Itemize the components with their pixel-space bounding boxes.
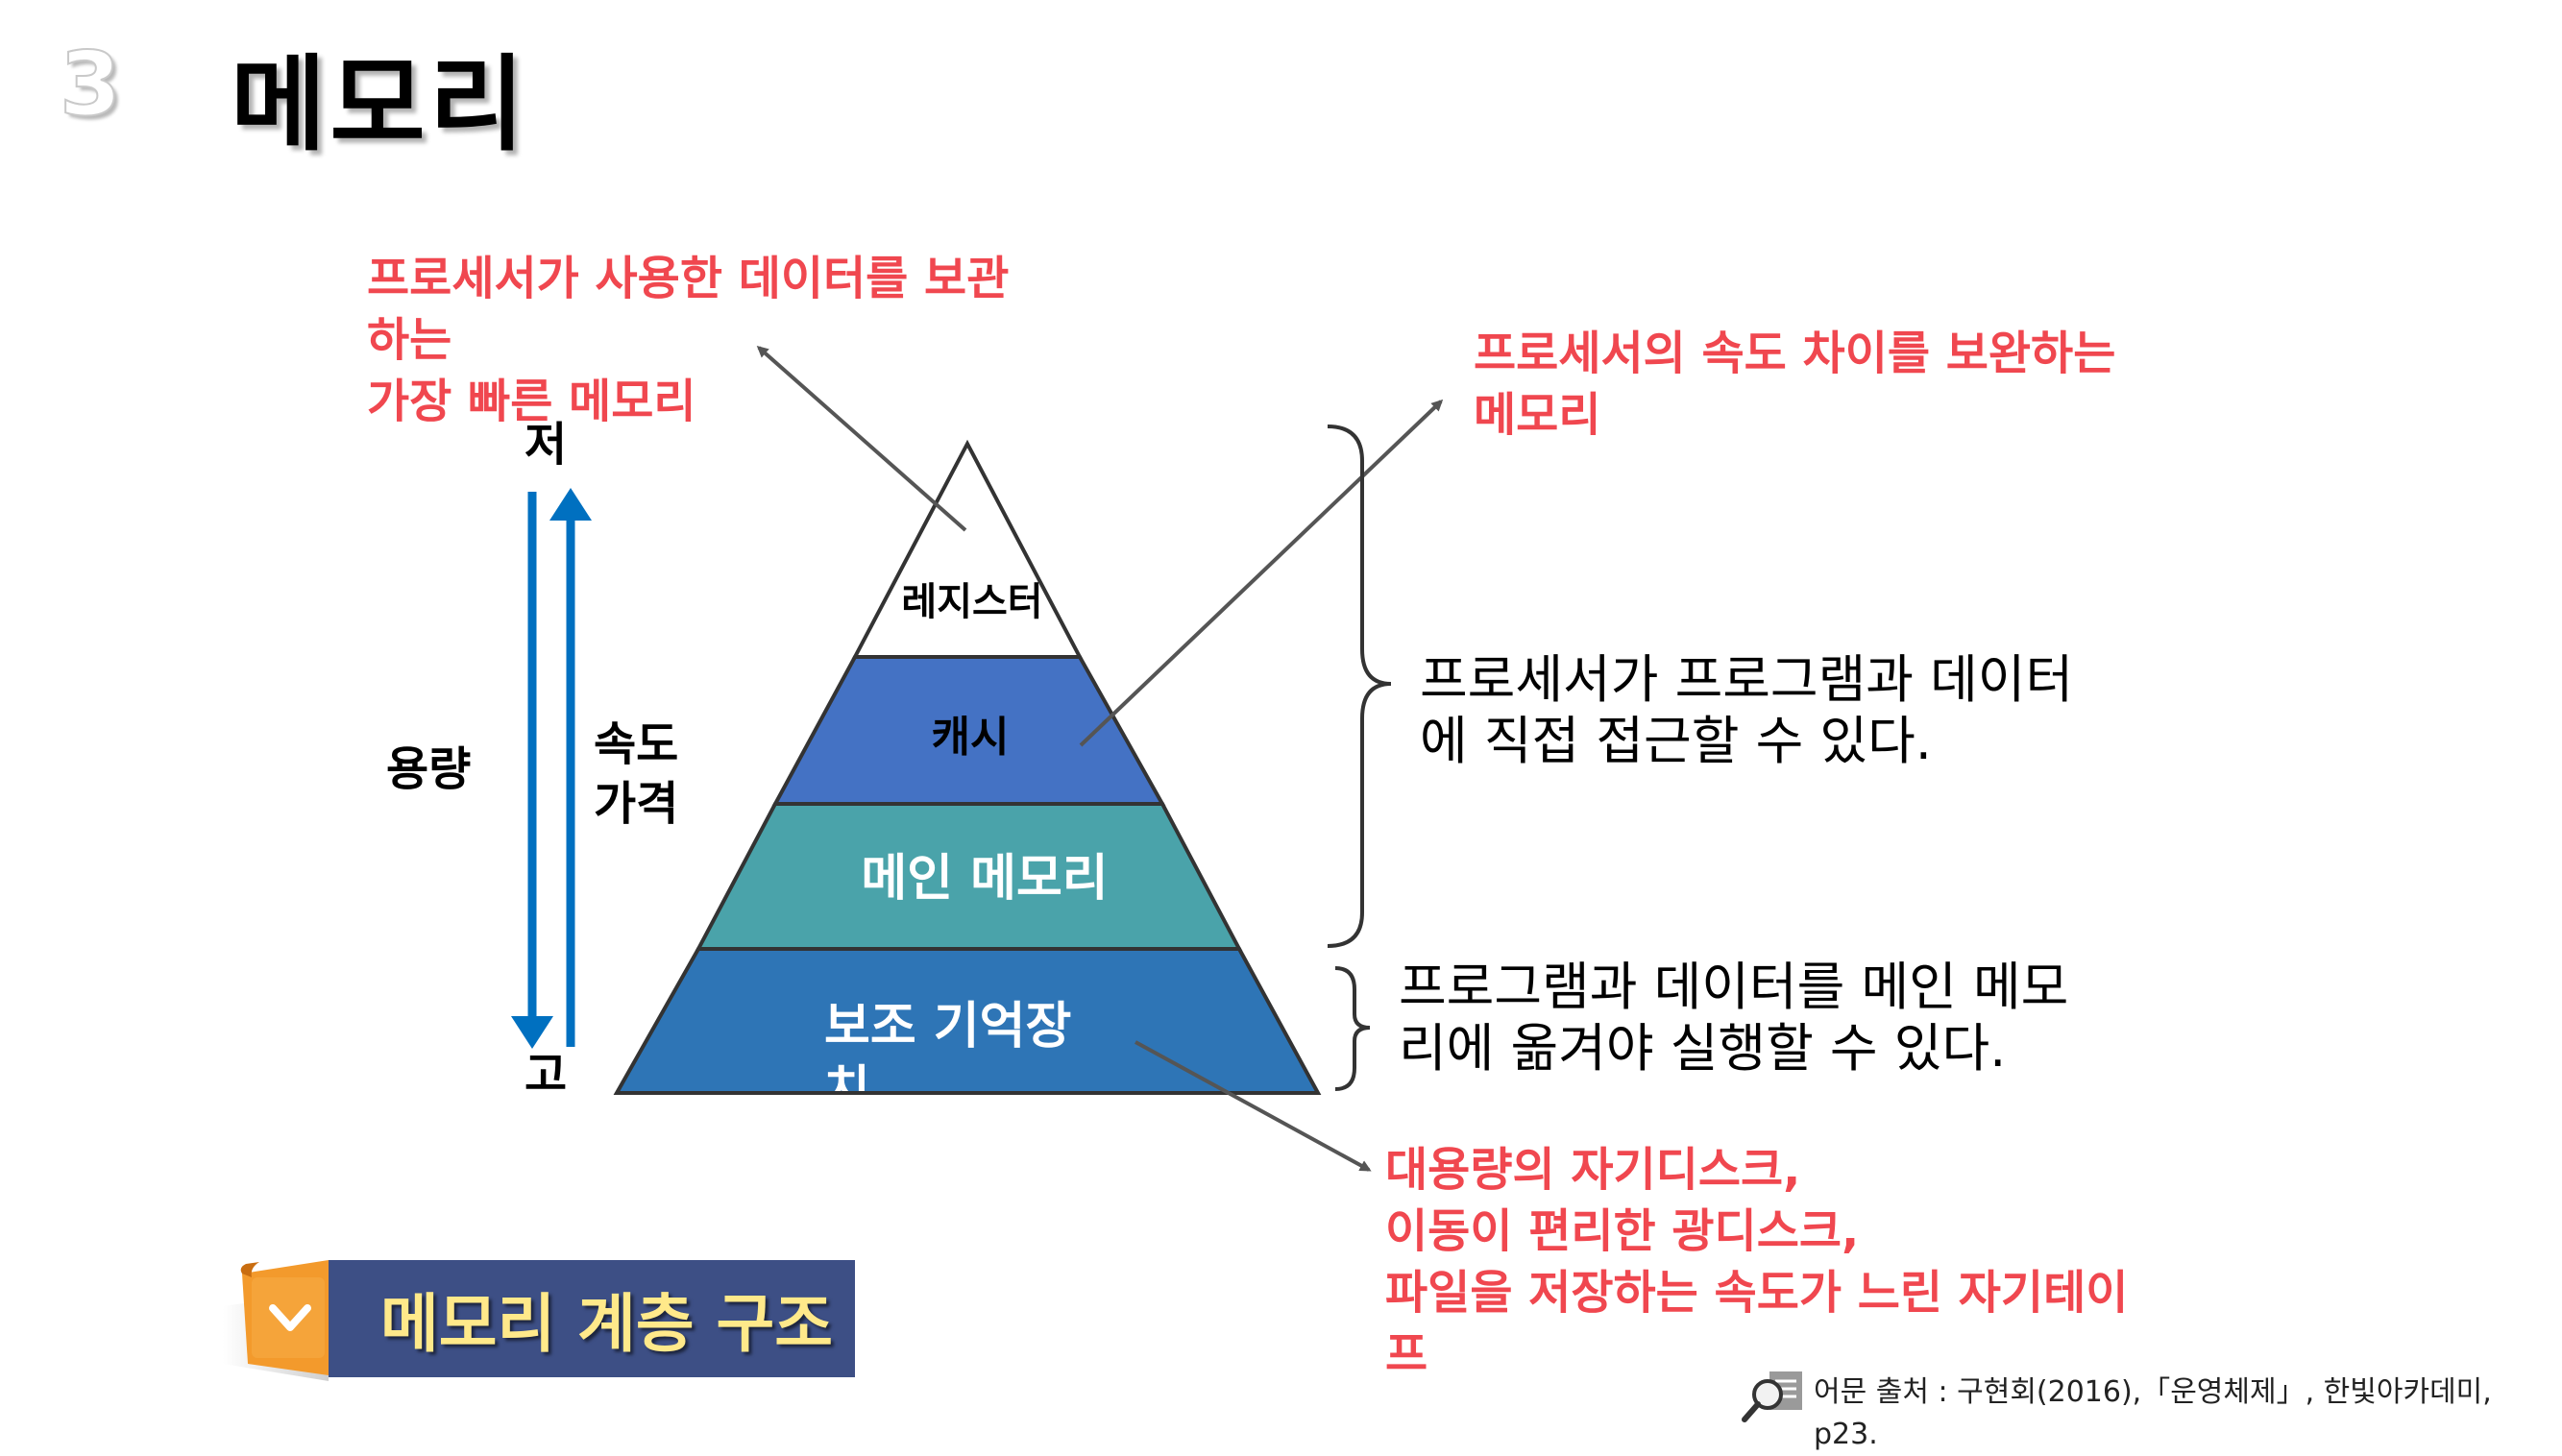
page-title: 메모리 — [231, 45, 529, 165]
brace-cache-main-memory — [1327, 425, 1392, 948]
magnifier-document-icon — [1742, 1371, 1802, 1422]
capacity-label: 용량 — [386, 742, 472, 796]
section-banner — [329, 1260, 855, 1377]
section-number: 3 — [59, 32, 122, 136]
source-citation: 어문 출처 : 구현회(2016),「운영체제」, 한빛아카데미, p23. — [1814, 1375, 2492, 1451]
pyramid-label-secondary-storage: 보조 기억장치 — [824, 998, 1072, 1091]
pyramid-label-main-memory: 메인 메모리 — [861, 850, 1108, 908]
banner-tab — [223, 1260, 329, 1381]
brace-secondary-storage — [1334, 966, 1371, 1091]
register-annotation: 프로세서가 사용한 데이터를 보관 하는 가장 빠른 메모리 — [367, 252, 1010, 428]
speed-price-label: 속도 가격 — [594, 717, 679, 831]
axis-top-label: 저 — [525, 418, 568, 472]
speed-arrow-up — [549, 488, 592, 1047]
pyramid-label-cache: 캐시 — [932, 713, 1010, 762]
capacity-arrow-down — [511, 492, 553, 1049]
section-banner-title: 메모리 계층 구조 — [380, 1287, 833, 1361]
move-to-memory-note: 프로그램과 데이터를 메인 메모 리에 옮겨야 실행할 수 있다. — [1399, 957, 2069, 1079]
register-pointer-arrow — [756, 346, 967, 532]
storage-annotation: 대용량의 자기디스크, 이동이 편리한 광디스크, 파일을 저장하는 속도가 느… — [1385, 1143, 2129, 1381]
direct-access-note: 프로세서가 프로그램과 데이터 에 직접 접근할 수 있다. — [1420, 649, 2074, 771]
pyramid-level-secondary-storage — [613, 947, 1322, 1095]
pyramid-level-register — [851, 439, 1084, 659]
cache-pointer-arrow — [1079, 399, 1444, 747]
cache-annotation: 프로세서의 속도 차이를 보완하는 메모리 — [1474, 327, 2116, 442]
storage-pointer-arrow — [1135, 1040, 1372, 1172]
chevron-down-icon — [269, 1304, 311, 1331]
pyramid-label-register: 레지스터 — [901, 580, 1042, 624]
axis-bottom-label: 고 — [525, 1048, 568, 1102]
